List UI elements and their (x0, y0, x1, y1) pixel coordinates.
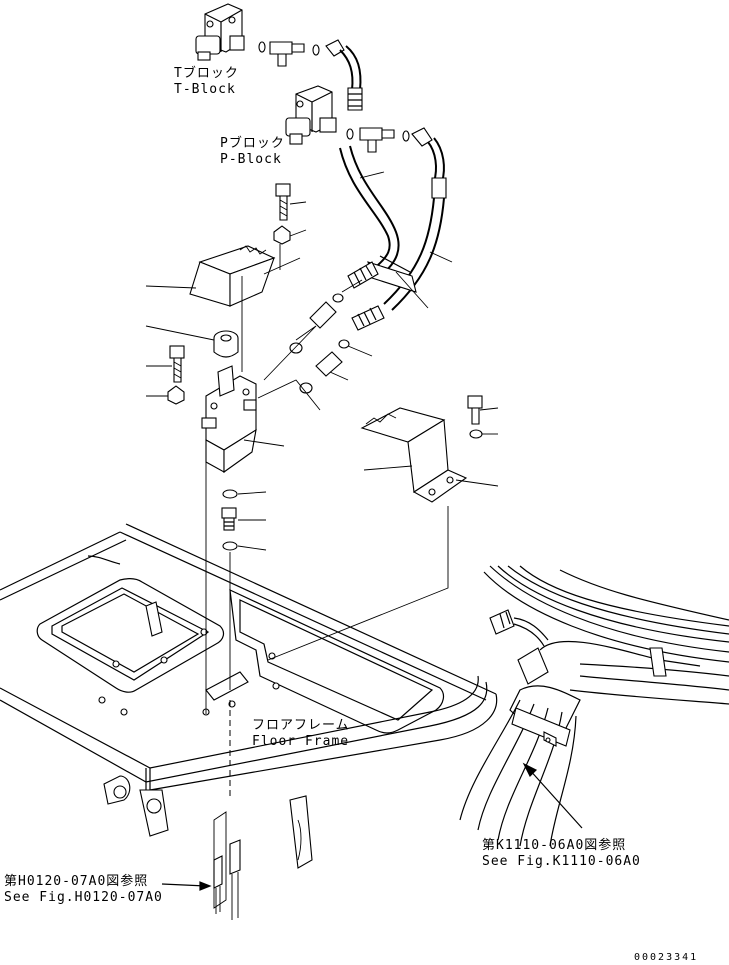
spacer-collar (213, 330, 239, 358)
t-block-label-jp: Tブロック (174, 66, 239, 81)
o-ring-3 (222, 489, 238, 499)
hose-short (339, 145, 400, 277)
floor-frame-label-en: Floor Frame (252, 734, 350, 749)
nut-left (167, 385, 185, 405)
connector-fitting (309, 293, 344, 329)
ref-left-label-en: See Fig.H0120-07A0 (4, 890, 163, 905)
harness-detail (459, 565, 729, 847)
t-fitting-middle (346, 127, 410, 153)
drawing-number: 00023341 (634, 952, 699, 963)
t-fitting-top (258, 41, 320, 67)
floor-frame (0, 523, 498, 869)
bolt-top (275, 183, 291, 221)
bolt-right (467, 395, 483, 425)
cover-part (189, 245, 276, 307)
washer-right (469, 429, 483, 439)
ref-right-label-jp: 第K1110-06A0図参照 (482, 838, 627, 853)
p-block-part (285, 85, 337, 145)
hose-elbow-top (325, 39, 363, 111)
assembly-line-3 (267, 506, 449, 661)
ref-right-label-en: See Fig.K1110-06A0 (482, 854, 641, 869)
elbow-fitting-lower (221, 507, 237, 531)
adapter-fitting (315, 339, 350, 377)
hose-long (383, 127, 447, 311)
valve-bracket (201, 365, 257, 474)
hose-end-fittings (347, 261, 385, 331)
p-block-label-jp: Pブロック (220, 136, 285, 151)
bolt-left (169, 345, 185, 383)
t-block-part (195, 3, 245, 61)
t-block-label-en: T-Block (174, 82, 236, 97)
o-ring-4 (222, 541, 238, 551)
hydraulic-pipe-ref-left (161, 811, 241, 920)
mounting-bracket (360, 407, 468, 503)
o-ring-2 (299, 382, 313, 394)
callout-leaders (145, 171, 499, 551)
p-block-label-en: P-Block (220, 152, 282, 167)
nut-top (273, 225, 291, 245)
floor-frame-label-jp: フロアフレーム (252, 718, 350, 733)
ref-left-label-jp: 第H0120-07A0図参照 (4, 874, 149, 889)
